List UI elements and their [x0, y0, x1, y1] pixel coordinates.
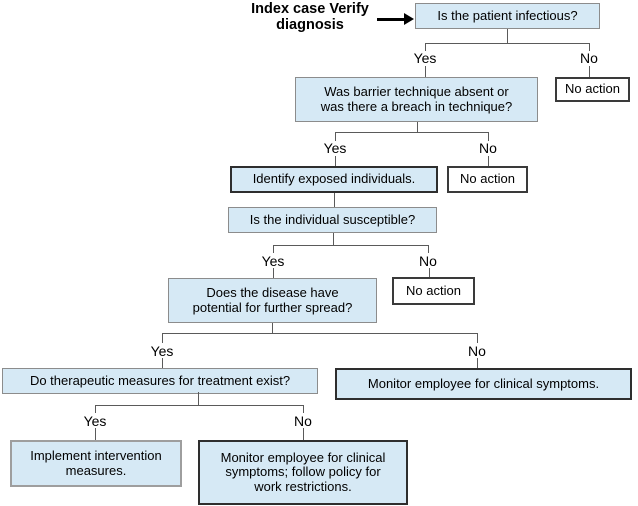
node-therapeutic-measures: Do therapeutic measures for treatment ex… [2, 368, 318, 394]
node-label: symptoms; follow policy for [225, 464, 381, 480]
connector-line [488, 156, 489, 166]
connector-line [589, 66, 590, 77]
node-no-action-3: No action [392, 277, 475, 305]
node-label: Identify exposed individuals. [252, 171, 416, 187]
node-label: Does the disease have [206, 285, 339, 300]
node-monitor-symptoms: Monitor employee for clinical symptoms. [335, 368, 632, 400]
node-label: Is the individual susceptible? [249, 211, 416, 227]
connector-line [335, 156, 336, 166]
branch-label-no: No [419, 253, 437, 269]
connector-line [273, 245, 429, 246]
branch-label-yes: Yes [150, 343, 174, 359]
connector-line [589, 43, 590, 51]
branch-label-yes: Yes [83, 413, 107, 429]
connector-line [335, 132, 336, 141]
arrow-icon [377, 18, 404, 21]
connector-line [425, 43, 426, 51]
connector-line [162, 358, 163, 368]
connector-line [417, 122, 418, 132]
connector-line [507, 29, 508, 43]
connector-line [425, 66, 426, 77]
start-label-line1: Index case [251, 1, 326, 17]
branch-label-yes: Yes [261, 253, 285, 269]
connector-line [198, 392, 199, 405]
branch-label-no: No [580, 50, 598, 66]
connector-line [95, 428, 96, 440]
node-label: Monitor employee for clinical [220, 449, 386, 465]
node-label: measures. [65, 462, 127, 478]
connector-line [488, 132, 489, 141]
node-label: Is the patient infectious? [437, 7, 578, 23]
connector-line [273, 268, 274, 278]
node-label: work restrictions. [254, 478, 352, 494]
connector-line [303, 428, 304, 440]
connector-line [425, 43, 590, 44]
node-individual-susceptible: Is the individual susceptible? [228, 207, 437, 233]
connector-line [303, 405, 304, 413]
node-label: No action [565, 81, 620, 97]
node-no-action-2: No action [447, 166, 528, 193]
connector-line [162, 333, 163, 343]
node-label: Do therapeutic measures for treatment ex… [29, 372, 291, 388]
start-label-line2: Verify diagnosis [276, 1, 369, 33]
connector-line [477, 333, 478, 343]
branch-label-yes: Yes [413, 50, 437, 66]
connector-line [429, 268, 430, 277]
connector-line [477, 358, 478, 368]
node-monitor-restrictions: Monitor employee for clinical symptoms; … [198, 440, 408, 505]
node-label: No action [406, 282, 461, 298]
connector-line [333, 233, 334, 245]
connector-line [95, 405, 304, 406]
connector-line [335, 132, 489, 133]
node-disease-spread: Does the disease have potential for furt… [168, 278, 377, 323]
node-no-action-1: No action [555, 77, 630, 102]
branch-label-no: No [479, 140, 497, 156]
connector-line [272, 323, 273, 333]
connector-line [273, 245, 274, 253]
node-label: Was barrier technique absent or [324, 84, 509, 99]
node-label: No action [460, 171, 515, 187]
connector-line [334, 193, 335, 207]
branch-label-yes: Yes [323, 140, 347, 156]
branch-label-no: No [468, 343, 486, 359]
node-label: potential for further spread? [192, 299, 353, 315]
connector-line [95, 405, 96, 413]
start-label: Index case Verify diagnosis [244, 1, 376, 33]
node-implement-measures: Implement intervention measures. [10, 440, 182, 487]
node-label: Monitor employee for clinical symptoms. [367, 375, 600, 391]
arrow-head-icon [404, 13, 414, 25]
node-label: was there a breach in technique? [320, 98, 513, 114]
node-identify-exposed: Identify exposed individuals. [230, 166, 438, 193]
node-barrier-technique: Was barrier technique absent or was ther… [295, 77, 538, 122]
connector-line [162, 333, 478, 334]
connector-line [428, 245, 429, 253]
branch-label-no: No [294, 413, 312, 429]
node-is-patient-infectious: Is the patient infectious? [415, 3, 600, 29]
node-label: Implement intervention [30, 448, 162, 463]
